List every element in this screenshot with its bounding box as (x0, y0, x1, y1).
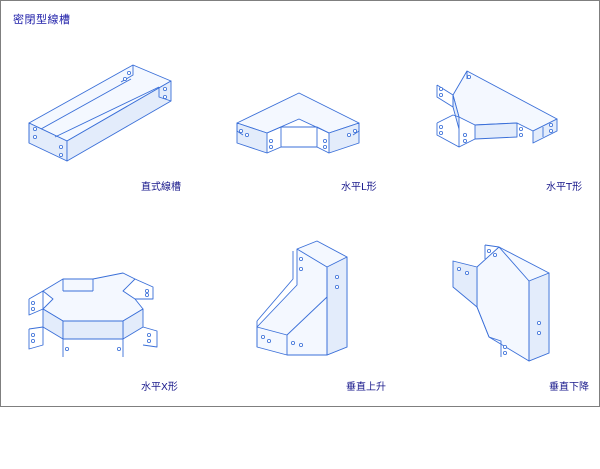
elbow-drawing (236, 92, 360, 154)
fitting-elbow (229, 83, 429, 283)
caption-elbow: 水平L形 (341, 182, 377, 193)
drawing-sheet: 密閉型線槽 直式線槽 (0, 0, 600, 407)
tee-drawing (436, 70, 558, 148)
fitting-straight (21, 51, 221, 251)
fitting-tee (433, 67, 600, 267)
fitting-vertical-up (247, 237, 447, 437)
caption-cross: 水平X形 (141, 382, 178, 393)
caption-tee: 水平T形 (546, 182, 583, 193)
caption-vertical-up: 垂直上升 (346, 382, 386, 393)
caption-vertical-down: 垂直下降 (549, 382, 589, 393)
caption-straight: 直式線槽 (141, 182, 181, 193)
cross-drawing (28, 272, 158, 357)
vertical-up-drawing (256, 240, 348, 356)
fitting-vertical-down (449, 237, 600, 437)
fitting-cross (23, 269, 223, 469)
vertical-down-drawing (452, 244, 550, 362)
straight-trough-drawing (28, 64, 172, 162)
page-title: 密閉型線槽 (13, 13, 71, 26)
